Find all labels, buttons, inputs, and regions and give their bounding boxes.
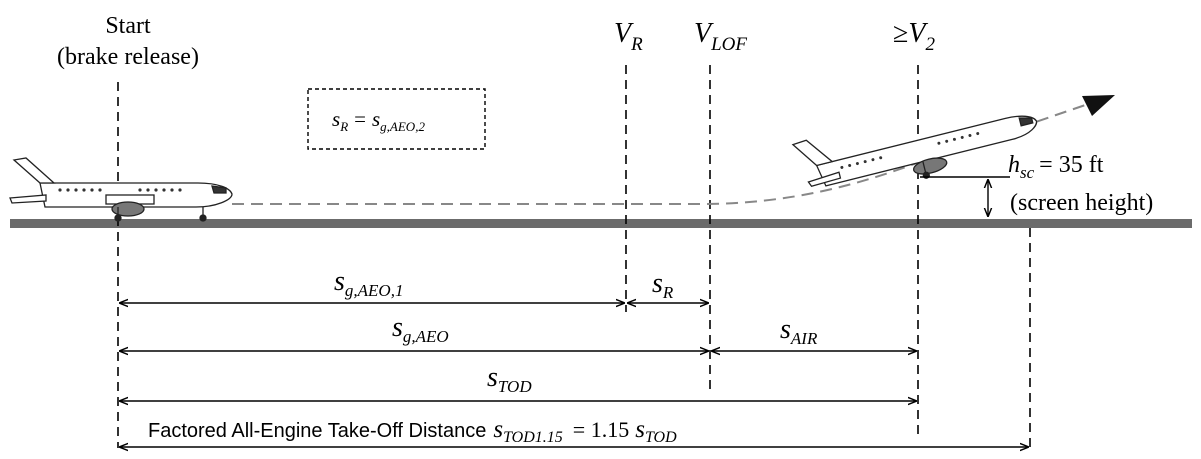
sg-aeo-1-label: sg,AEO,1 [334, 266, 403, 300]
airplane-ground [9, 157, 233, 222]
vr-label: VR [614, 18, 643, 55]
vlof-label: VLOF [694, 18, 747, 55]
airplane-air [791, 115, 1038, 188]
sg-aeo-label: sg,AEO [392, 312, 449, 346]
screen-height-note: (screen height) [1010, 190, 1153, 216]
stod-label: sTOD [487, 362, 532, 396]
box-equation-text: sR=sg,AEO,2 [332, 107, 425, 134]
screen-height-value: hsc= 35 ft [1008, 152, 1104, 182]
equation-box [307, 88, 486, 150]
sr-label: sR [652, 268, 674, 302]
sair-label: sAIR [780, 314, 818, 348]
flight-path-arrowhead [1082, 95, 1115, 116]
runway [10, 219, 1192, 228]
start-label: Start [105, 13, 151, 39]
brake-release-label: (brake release) [57, 44, 199, 70]
v2-label: ≥V2 [893, 18, 935, 55]
